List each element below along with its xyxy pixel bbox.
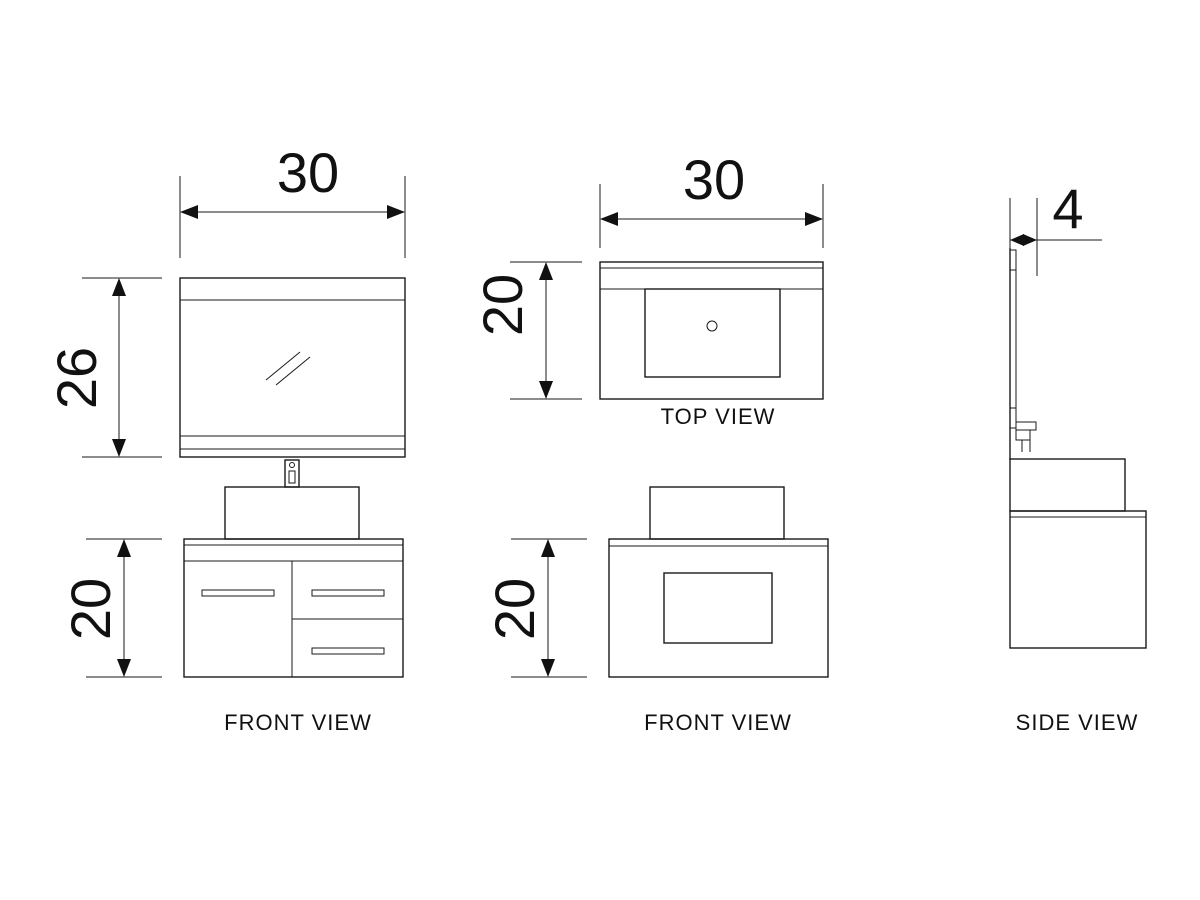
faucet-side: [1015, 421, 1037, 452]
vessel-sink-2: [649, 486, 785, 540]
dimension-label-mirror-depth: 4: [1052, 177, 1083, 240]
countertop-top: [599, 261, 824, 400]
cabinet-front-2: [608, 538, 829, 678]
cabinet-front: [183, 538, 404, 678]
drawer-handle-lower: [311, 647, 385, 655]
dimension-label-top-width: 30: [683, 148, 745, 211]
dimension-label-front2-height: 20: [483, 578, 546, 640]
mirror: [179, 277, 406, 458]
dimension-top-width: 30: [599, 148, 824, 248]
dimension-mirror-width: 30: [179, 141, 406, 258]
dimension-label-top-depth: 20: [471, 274, 534, 336]
label-top-view: TOP VIEW: [661, 404, 776, 429]
dimension-cabinet-height-front: 20: [59, 538, 162, 678]
drawer-handle-upper: [311, 589, 385, 597]
label-front-view-1: FRONT VIEW: [224, 710, 372, 735]
front-view-1: 30 26: [45, 141, 406, 735]
dimension-top-depth: 20: [471, 261, 582, 400]
front-view-2: 20 FRONT VIEW: [483, 486, 829, 735]
dimension-mirror-depth: 4: [1009, 177, 1102, 276]
dimension-label-mirror-height: 26: [45, 347, 108, 409]
dimension-front2-height: 20: [483, 538, 587, 678]
door-handle: [201, 589, 275, 597]
dimension-label-cabinet-height-front: 20: [59, 578, 122, 640]
label-front-view-2: FRONT VIEW: [644, 710, 792, 735]
vessel-sink-side: [1009, 458, 1126, 512]
mirror-side: [1009, 248, 1017, 460]
cabinet-panel: [663, 572, 773, 644]
sink-bowl-top: [644, 288, 781, 378]
dimension-label-mirror-width: 30: [277, 141, 339, 204]
drain-hole: [706, 320, 718, 332]
side-view: 4 SIDE VIEW: [1009, 177, 1147, 735]
mirror-glare-mark-1: [265, 351, 301, 381]
vessel-sink: [224, 486, 360, 540]
label-side-view: SIDE VIEW: [1016, 710, 1139, 735]
top-view: 30 20 TOP VIEW: [471, 148, 824, 429]
mirror-glare-mark-2: [275, 356, 311, 386]
dimension-mirror-height: 26: [45, 277, 162, 458]
cabinet-side: [1009, 510, 1147, 649]
faucet: [284, 459, 300, 488]
